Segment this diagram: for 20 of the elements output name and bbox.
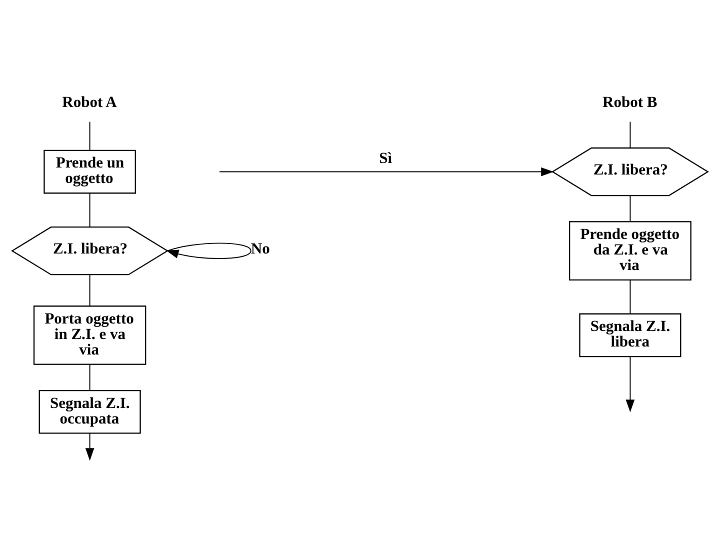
edge-label: Sì [379, 149, 392, 166]
connector [89, 363, 90, 390]
node-box: Segnala Z.I. occupata [38, 389, 141, 434]
node-box: Prende oggetto da Z.I. e va via [568, 220, 692, 280]
arrow [626, 356, 635, 412]
arrow [219, 166, 554, 176]
node-text: Robot A [62, 94, 117, 111]
connector [89, 192, 90, 227]
node-box: Porta oggetto in Z.I. e va via [33, 305, 146, 364]
node-text: Robot B [602, 94, 658, 111]
connector [89, 274, 90, 306]
node-box: Prende un oggetto [44, 149, 136, 194]
connector [89, 120, 90, 150]
node-box: Segnala Z.I. libera [579, 312, 682, 357]
arrow [85, 432, 94, 460]
connector [630, 120, 631, 148]
arrow [166, 242, 252, 258]
connector [630, 194, 631, 222]
connector [630, 279, 631, 314]
edge-label: No [250, 240, 270, 258]
